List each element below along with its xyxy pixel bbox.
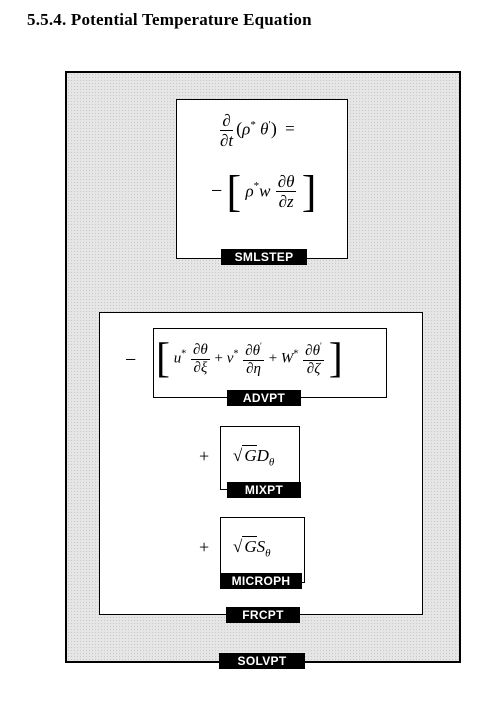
plus-sign: +: [214, 350, 224, 367]
z-symbol: z: [286, 192, 294, 211]
partial-symbol: ∂: [245, 342, 253, 359]
partial-symbol: ∂: [193, 359, 201, 376]
time-derivative: ∂ ∂t: [218, 112, 235, 149]
xi-symbol: ξ: [200, 359, 208, 376]
theta-symbol: θ: [260, 119, 269, 139]
smlstep-box: ∂ ∂t (ρ* θ′) = − [ ρ*w ∂θ ∂z ]: [176, 99, 348, 259]
smlstep-label: SMLSTEP: [221, 249, 307, 265]
frcpt-label: FRCPT: [226, 607, 300, 623]
prime-symbol: ′: [268, 118, 271, 131]
mixpt-box: √GDθ: [220, 426, 300, 490]
solvpt-label: SOLVPT: [219, 653, 305, 669]
source-term: √GSθ: [233, 536, 271, 559]
minus-sign: −: [211, 180, 223, 202]
microph-plus-sign: +: [199, 537, 210, 557]
u-symbol: u: [173, 350, 182, 367]
theta-symbol: θ: [252, 342, 260, 359]
eta-symbol: η: [253, 360, 261, 377]
t-symbol: t: [228, 131, 234, 150]
D-symbol: D: [256, 446, 269, 465]
theta-subscript: θ: [265, 547, 271, 560]
theta-symbol: θ: [286, 172, 295, 191]
theta-symbol: θ: [312, 342, 320, 359]
G-symbol: G: [244, 446, 257, 465]
G-symbol: G: [244, 537, 257, 556]
advpt-label: ADVPT: [227, 390, 301, 406]
sqrt-symbol: √: [233, 446, 243, 465]
partial-symbol: ∂: [220, 131, 229, 150]
diffusion-term: √GDθ: [233, 445, 274, 468]
v-symbol: v: [226, 350, 234, 367]
eta-derivative: ∂θ′ ∂η: [243, 340, 264, 377]
equals-sign: =: [285, 119, 295, 139]
prime-symbol: ′: [259, 340, 262, 351]
rho-symbol: ρ: [245, 181, 254, 201]
partial-symbol: ∂: [277, 172, 287, 191]
theta-symbol: θ: [200, 341, 208, 358]
sqrt-symbol: √: [233, 537, 243, 556]
advpt-box: [ u* ∂θ ∂ξ + v* ∂θ′ ∂η + W* ∂θ′ ∂ζ ]: [153, 328, 387, 398]
xi-derivative: ∂θ ∂ξ: [191, 341, 210, 376]
zeta-symbol: ζ: [314, 360, 321, 377]
partial-symbol: ∂: [305, 342, 313, 359]
partial-symbol: ∂: [193, 341, 201, 358]
microph-box: √GSθ: [220, 517, 305, 583]
partial-symbol: ∂: [246, 360, 254, 377]
star-symbol: *: [253, 179, 260, 192]
partial-symbol: ∂: [220, 111, 233, 131]
star-symbol: *: [233, 348, 239, 360]
rho-symbol: ρ: [242, 119, 251, 139]
vertical-derivative: ∂θ ∂z: [275, 172, 297, 211]
theta-subscript: θ: [268, 456, 275, 469]
star-symbol: *: [181, 348, 187, 360]
zeta-derivative: ∂θ′ ∂ζ: [303, 340, 324, 377]
S-symbol: S: [256, 537, 266, 556]
section-heading: 5.5.4. Potential Temperature Equation: [27, 10, 312, 29]
star-symbol: *: [293, 348, 299, 360]
horizontal-advection-terms: [ u* ∂θ ∂ξ + v* ∂θ′ ∂η + W* ∂θ′ ∂ζ ]: [156, 336, 343, 382]
star-symbol: *: [250, 118, 256, 131]
plus-sign: +: [268, 350, 278, 367]
advection-minus-sign: −: [125, 349, 137, 371]
partial-symbol: ∂: [306, 360, 315, 377]
partial-symbol: ∂: [278, 192, 287, 211]
w-symbol: w: [259, 181, 271, 201]
prime-symbol: ′: [319, 340, 322, 351]
vertical-advection-term: − [ ρ*w ∂θ ∂z ]: [211, 167, 317, 216]
microph-label: MICROPH: [220, 573, 302, 589]
W-symbol: W: [280, 350, 294, 367]
tendency-term: ∂ ∂t (ρ* θ′) =: [218, 111, 295, 150]
mixpt-label: MIXPT: [227, 482, 301, 498]
mixpt-plus-sign: +: [199, 446, 210, 466]
